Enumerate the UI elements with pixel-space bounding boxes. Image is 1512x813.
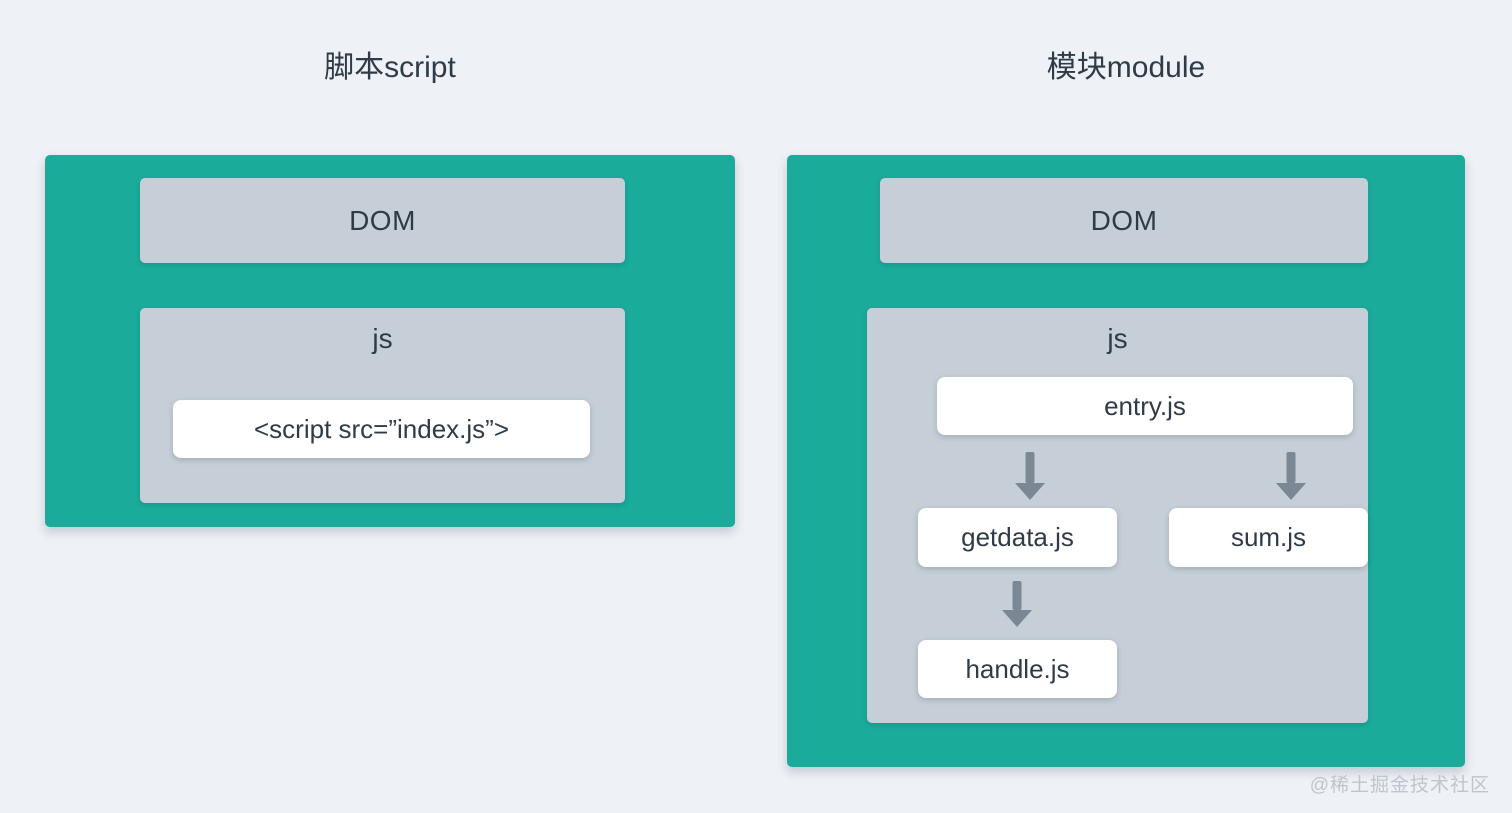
module-js-box: js entry.js getdata.js sum.js handle.js <box>867 308 1368 723</box>
sum-js-box: sum.js <box>1169 508 1368 567</box>
script-js-box: js <script src=”index.js”> <box>140 308 625 503</box>
getdata-js-box: getdata.js <box>918 508 1117 567</box>
module-panel: DOM js entry.js getdata.js sum.js handle… <box>787 155 1465 767</box>
handle-js-box: handle.js <box>918 640 1117 698</box>
arrow-down-icon <box>1002 581 1032 627</box>
arrow-down-icon <box>1015 452 1045 500</box>
script-js-label: js <box>372 323 393 354</box>
watermark: @稀土掘金技术社区 <box>1309 775 1490 796</box>
script-tag-box: <script src=”index.js”> <box>173 400 590 458</box>
entry-js-box: entry.js <box>937 377 1353 435</box>
module-js-label: js <box>1107 323 1128 354</box>
script-panel: DOM js <script src=”index.js”> <box>45 155 735 527</box>
script-dom-box: DOM <box>140 178 625 263</box>
script-section-title: 脚本script <box>324 51 456 84</box>
module-section-title: 模块module <box>1046 51 1206 84</box>
module-dom-box: DOM <box>880 178 1368 263</box>
arrow-down-icon <box>1276 452 1306 500</box>
